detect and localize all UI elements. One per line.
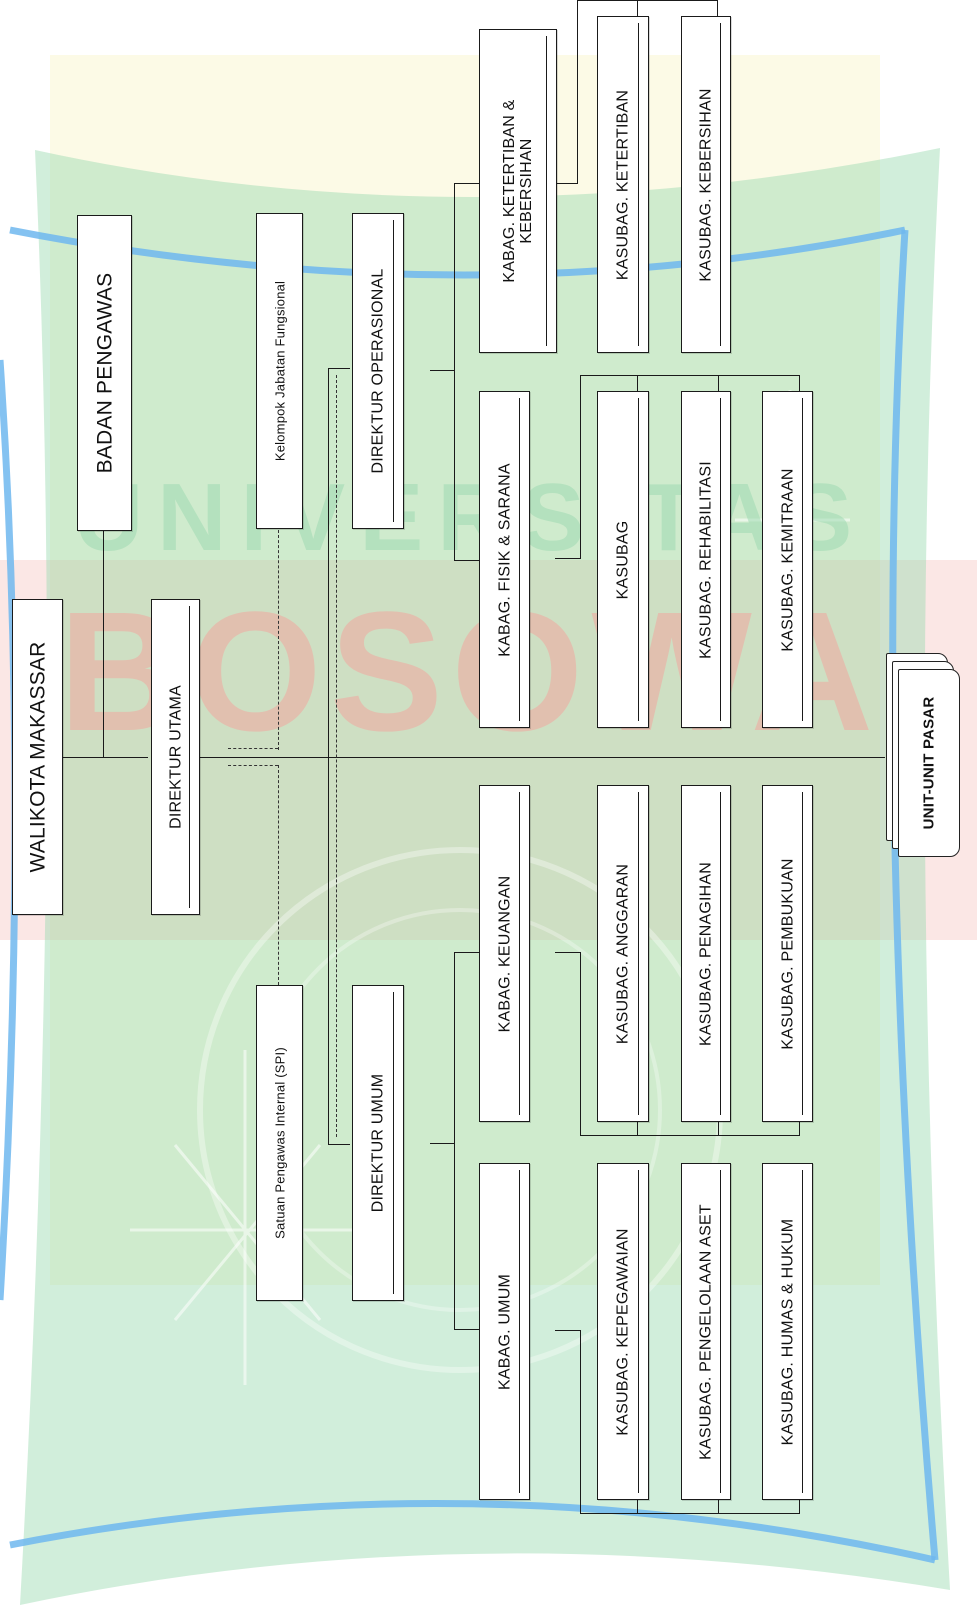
- kasubag-ketertiban-label: KASUBAG. KETERTIBAN: [614, 89, 632, 280]
- walikota-box: WALIKOTA MAKASSAR: [12, 599, 63, 915]
- badan-pengawas-label: BADAN PENGAWAS: [93, 272, 116, 474]
- kabag-umum-box: KABAG. UMUM: [479, 1163, 530, 1500]
- badan-pengawas-box: BADAN PENGAWAS: [77, 215, 132, 531]
- kasubag-anggaran-box: KASUBAG. ANGGARAN: [597, 785, 649, 1122]
- kasubag-kemitraan-box: KASUBAG. KEMITRAAN: [762, 391, 813, 728]
- kasubag-humas-box: KASUBAG. HUMAS & HUKUM: [762, 1163, 813, 1500]
- kasubag-anggaran-label: KASUBAG. ANGGARAN: [614, 863, 632, 1044]
- kasubag-aset-label: KASUBAG. PENGELOLAAN ASET: [697, 1203, 715, 1460]
- direktur-umum-label: DIREKTUR UMUM: [369, 1073, 387, 1213]
- direktur-operasional-box: DIREKTUR OPERASIONAL: [352, 213, 404, 529]
- watermark-word-universitas: UNIVERSITAS: [74, 464, 866, 571]
- unit-pasar-box: UNIT-UNIT PASAR: [898, 669, 960, 857]
- kabag-ketertiban-label-line2: KEBERSIHAN: [518, 138, 535, 244]
- kasubag-box: KASUBAG: [597, 391, 649, 728]
- walikota-label: WALIKOTA MAKASSAR: [26, 641, 49, 873]
- kasubag-humas-label: KASUBAG. HUMAS & HUKUM: [779, 1218, 796, 1445]
- kabag-ketertiban-box: KABAG. KETERTIBAN & KEBERSIHAN: [479, 29, 557, 353]
- kabag-fisik-box: KABAG. FISIK & SARANA: [479, 391, 530, 728]
- kasubag-penagihan-box: KASUBAG. PENAGIHAN: [681, 785, 731, 1122]
- spi-box: Satuan Pengawas Internal (SPI): [256, 985, 303, 1301]
- kasubag-kebersihan-label: KASUBAG. KEBERSIHAN: [697, 87, 715, 282]
- kelompok-jabatan-box: Kelompok Jabatan Fungsional: [256, 213, 303, 529]
- kasubag-aset-box: KASUBAG. PENGELOLAAN ASET: [681, 1163, 731, 1500]
- direktur-operasional-label: DIREKTUR OPERASIONAL: [369, 268, 387, 474]
- unit-pasar-label: UNIT-UNIT PASAR: [920, 696, 938, 830]
- kasubag-kebersihan-box: KASUBAG. KEBERSIHAN: [681, 16, 731, 353]
- kabag-keuangan-label: KABAG. KEUANGAN: [496, 875, 513, 1032]
- kasubag-kemitraan-label: KASUBAG. KEMITRAAN: [779, 467, 796, 652]
- kabag-keuangan-box: KABAG. KEUANGAN: [479, 785, 530, 1122]
- kabag-ketertiban-label: KABAG. KETERTIBAN & KEBERSIHAN: [501, 99, 535, 282]
- kasubag-kepegawaian-box: KASUBAG. KEPEGAWAIAN: [597, 1163, 649, 1500]
- direktur-utama-label: DIREKTUR UTAMA: [167, 685, 184, 829]
- direktur-umum-box: DIREKTUR UMUM: [352, 985, 404, 1301]
- kabag-ketertiban-label-line1: KABAG. KETERTIBAN &: [501, 99, 518, 283]
- spi-label: Satuan Pengawas Internal (SPI): [272, 1047, 287, 1239]
- kasubag-ketertiban-box: KASUBAG. KETERTIBAN: [597, 16, 649, 353]
- kabag-fisik-label: KABAG. FISIK & SARANA: [496, 462, 513, 657]
- kasubag-kepegawaian-label: KASUBAG. KEPEGAWAIAN: [614, 1227, 632, 1436]
- kasubag-rehabilitasi-box: KASUBAG. REHABILITASI: [681, 391, 731, 728]
- kasubag-pembukuan-label: KASUBAG. PEMBUKUAN: [779, 857, 796, 1050]
- kasubag-pembukuan-box: KASUBAG. PEMBUKUAN: [762, 785, 813, 1122]
- kasubag-penagihan-label: KASUBAG. PENAGIHAN: [697, 861, 715, 1046]
- kelompok-jabatan-label: Kelompok Jabatan Fungsional: [272, 280, 287, 462]
- direktur-utama-box: DIREKTUR UTAMA: [151, 599, 200, 915]
- kasubag-rehabilitasi-label: KASUBAG. REHABILITASI: [697, 460, 715, 659]
- kasubag-label: KASUBAG: [614, 520, 632, 599]
- kabag-umum-label: KABAG. UMUM: [496, 1273, 513, 1390]
